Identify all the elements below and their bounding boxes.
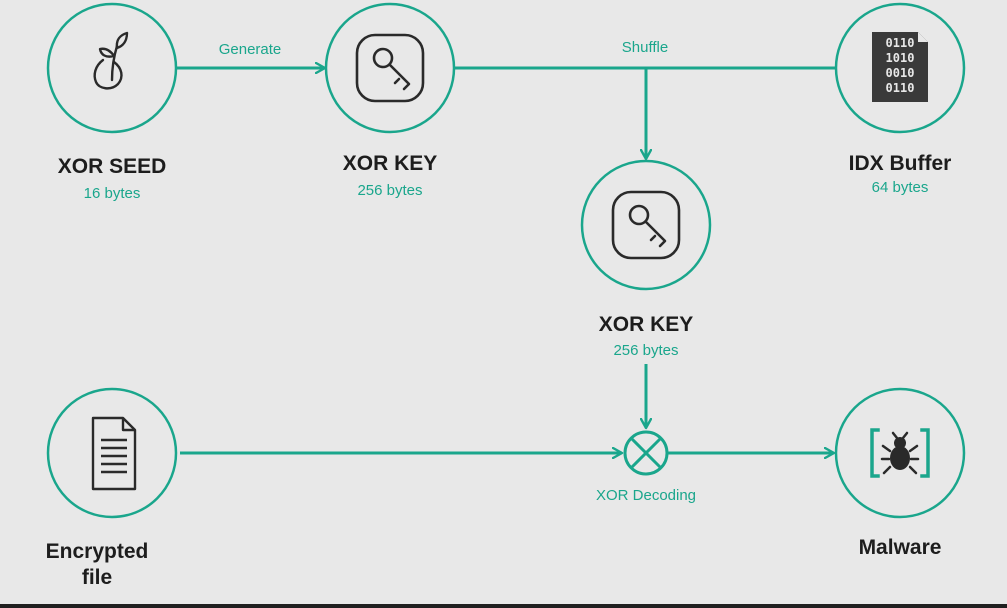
shuffle-label: Shuffle: [622, 39, 668, 56]
key-icon: [355, 33, 425, 103]
binary-file-icon: 0110 1010 0010 0110: [872, 32, 928, 102]
encrypted-file-circle: [46, 387, 178, 519]
xor-key-middle-size: 256 bytes: [613, 342, 678, 359]
xor-key-top-size: 256 bytes: [357, 182, 422, 199]
bug-icon: [870, 428, 930, 478]
svg-text:0010: 0010: [886, 66, 915, 80]
idx-buffer-size: 64 bytes: [872, 179, 929, 196]
idx-buffer-title: IDX Buffer: [849, 152, 952, 175]
malware-node: Malware: [834, 387, 966, 559]
xor-seed-title: XOR SEED: [58, 155, 167, 178]
xor-operator-icon: [623, 430, 669, 476]
xor-key-top-title: XOR KEY: [343, 152, 438, 175]
xor-key-node-middle: XOR KEY 256 bytes: [580, 159, 712, 359]
sprout-icon: [93, 31, 129, 90]
generate-label: Generate: [219, 41, 282, 58]
xor-decoding-label: XOR Decoding: [596, 487, 696, 504]
xor-key-top-circle: [324, 2, 456, 134]
xor-key-node-top: XOR KEY 256 bytes: [324, 2, 456, 199]
svg-text:0110: 0110: [886, 36, 915, 50]
document-icon: [91, 416, 137, 491]
key-icon: [611, 190, 681, 260]
malware-title: Malware: [859, 536, 942, 559]
xor-seed-size: 16 bytes: [84, 185, 141, 202]
xor-seed-node: XOR SEED 16 bytes: [46, 2, 178, 202]
encrypted-file-title-line2: file: [82, 566, 112, 589]
xor-key-middle-title: XOR KEY: [599, 313, 694, 336]
bottom-divider: [0, 604, 1007, 608]
svg-text:0110: 0110: [886, 81, 915, 95]
xor-key-middle-circle: [580, 159, 712, 291]
idx-buffer-node: 0110 1010 0010 0110 IDX Buffer 64 bytes: [834, 2, 966, 196]
encrypted-file-title-line1: Encrypted: [46, 540, 149, 563]
svg-text:1010: 1010: [886, 51, 915, 65]
encrypted-file-node: Encrypted file: [46, 387, 178, 589]
